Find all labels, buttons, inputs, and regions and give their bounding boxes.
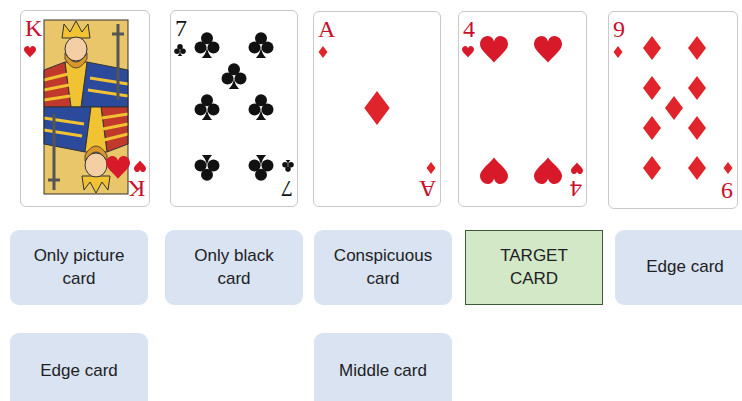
box-label: Middle card: [339, 360, 427, 382]
label-box: Only picture card: [10, 230, 148, 305]
box-label: TARGET CARD: [478, 245, 590, 289]
playing-card: 44: [458, 11, 587, 207]
playing-card: 99: [608, 11, 738, 209]
card-rank: 7: [281, 177, 293, 201]
label-box: Edge card: [10, 333, 148, 401]
label-box: Conspicuous card: [314, 230, 452, 305]
card-rank: 4: [570, 177, 582, 201]
playing-card: AA: [313, 11, 441, 207]
card-rank: 9: [613, 17, 625, 41]
box-label: Only picture card: [23, 245, 135, 289]
box-label: Edge card: [40, 360, 118, 382]
label-box: Middle card: [314, 333, 452, 401]
box-label: Edge card: [646, 256, 724, 278]
card-rank: 4: [463, 17, 475, 41]
card-rank: A: [419, 177, 436, 201]
card-rank: A: [318, 17, 335, 41]
label-box: Edge card: [615, 230, 742, 305]
card-rank: K: [25, 16, 42, 40]
box-label: Only black card: [178, 245, 290, 289]
box-label: Conspicuous card: [327, 245, 439, 289]
card-rank: K: [128, 177, 145, 201]
card-rank: 9: [721, 179, 733, 203]
playing-card: KK: [20, 10, 150, 207]
card-rank: 7: [175, 16, 187, 40]
playing-card: 77: [170, 10, 298, 207]
target-box: TARGET CARD: [465, 230, 603, 305]
label-box: Only black card: [165, 230, 303, 305]
